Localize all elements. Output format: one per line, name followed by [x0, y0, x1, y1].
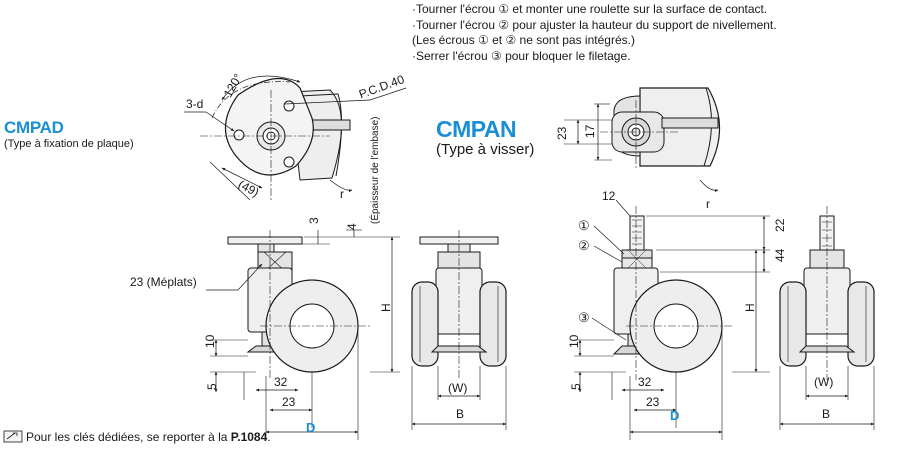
left-model-title: CMPAD (Type à fixation de plaque): [4, 118, 134, 150]
dim-10-right-label: 10: [567, 334, 581, 348]
dim-23-left-label: 23: [282, 395, 296, 409]
d-right-label: D: [670, 408, 679, 423]
cmpan-front-view: [574, 199, 770, 440]
left-model-code: CMPAD: [4, 118, 64, 137]
w-left-label: (W): [448, 381, 467, 395]
dim-32-right-label: 32: [638, 375, 652, 389]
instruction-notes: ·Tourner l'écrou ① et monter une roulett…: [412, 2, 777, 64]
nut-3-label: ③: [578, 310, 590, 325]
height-left-label: H: [379, 303, 393, 312]
cmpad-top-view: [184, 75, 407, 201]
dim-3-label: 3: [307, 217, 321, 224]
nut-2-label: ②: [578, 238, 590, 253]
dim-23-right-label: 23: [646, 395, 660, 409]
height-right-label: H: [743, 303, 757, 312]
cmpad-front-view: [206, 229, 400, 440]
dim-10-left-label: 10: [203, 334, 217, 348]
dim-22-label: 22: [773, 218, 787, 232]
b-left-label: B: [456, 407, 464, 421]
pcd-label: P.C.D.40: [357, 72, 406, 101]
plate-width-label: (49): [236, 177, 261, 199]
dim-32-left-label: 32: [274, 375, 288, 389]
left-model-subtitle: (Type à fixation de plaque): [4, 138, 134, 150]
note-line-4: ·Serrer l'écrou ③ pour bloquer le fileta…: [412, 48, 631, 63]
holes-label: 3-d: [186, 97, 203, 111]
radius-left-label: r: [340, 187, 344, 201]
dim-4-label: 4: [345, 223, 359, 230]
footer-note: Pour les clés dédiées, se reporter à la …: [4, 430, 271, 444]
footer-page-ref[interactable]: P.1084: [230, 430, 268, 444]
cmpan-top-view: [564, 87, 721, 193]
cmpan-side-view: [779, 206, 875, 430]
wrench-icon: [3, 430, 23, 443]
footer-text: Pour les clés dédiées, se reporter à la: [26, 430, 231, 444]
w-right-label: (W): [814, 375, 833, 389]
right-model-subtitle: (Type à visser): [436, 141, 535, 158]
dim-12-label: 12: [602, 189, 616, 203]
note-line-3: (Les écrous ① et ② ne sont pas intégrés.…: [412, 33, 635, 47]
right-model-title: CMPAN (Type à visser): [436, 116, 534, 158]
dim-17-label: 17: [583, 124, 597, 138]
dim-23-top-label: 23: [555, 126, 569, 140]
note-line-2: ·Tourner l'écrou ② pour ajuster la haute…: [412, 17, 777, 32]
dim-5-right-label: 5: [569, 383, 583, 390]
b-right-label: B: [822, 407, 830, 421]
footer-end: .: [267, 430, 271, 444]
plate-thickness-label: (Épaisseur de l'embase): [368, 116, 381, 224]
cmpad-side-view: [411, 230, 507, 430]
dim-44-label: 44: [773, 248, 787, 262]
flats-label: 23 (Méplats): [130, 275, 197, 289]
d-left-label: D: [306, 420, 315, 435]
right-model-code: CMPAN: [436, 116, 517, 142]
nut-1-label: ①: [578, 218, 590, 233]
dim-5-left-label: 5: [205, 383, 219, 390]
radius-right-label: r: [706, 197, 710, 211]
note-line-1: ·Tourner l'écrou ① et monter une roulett…: [412, 2, 768, 16]
